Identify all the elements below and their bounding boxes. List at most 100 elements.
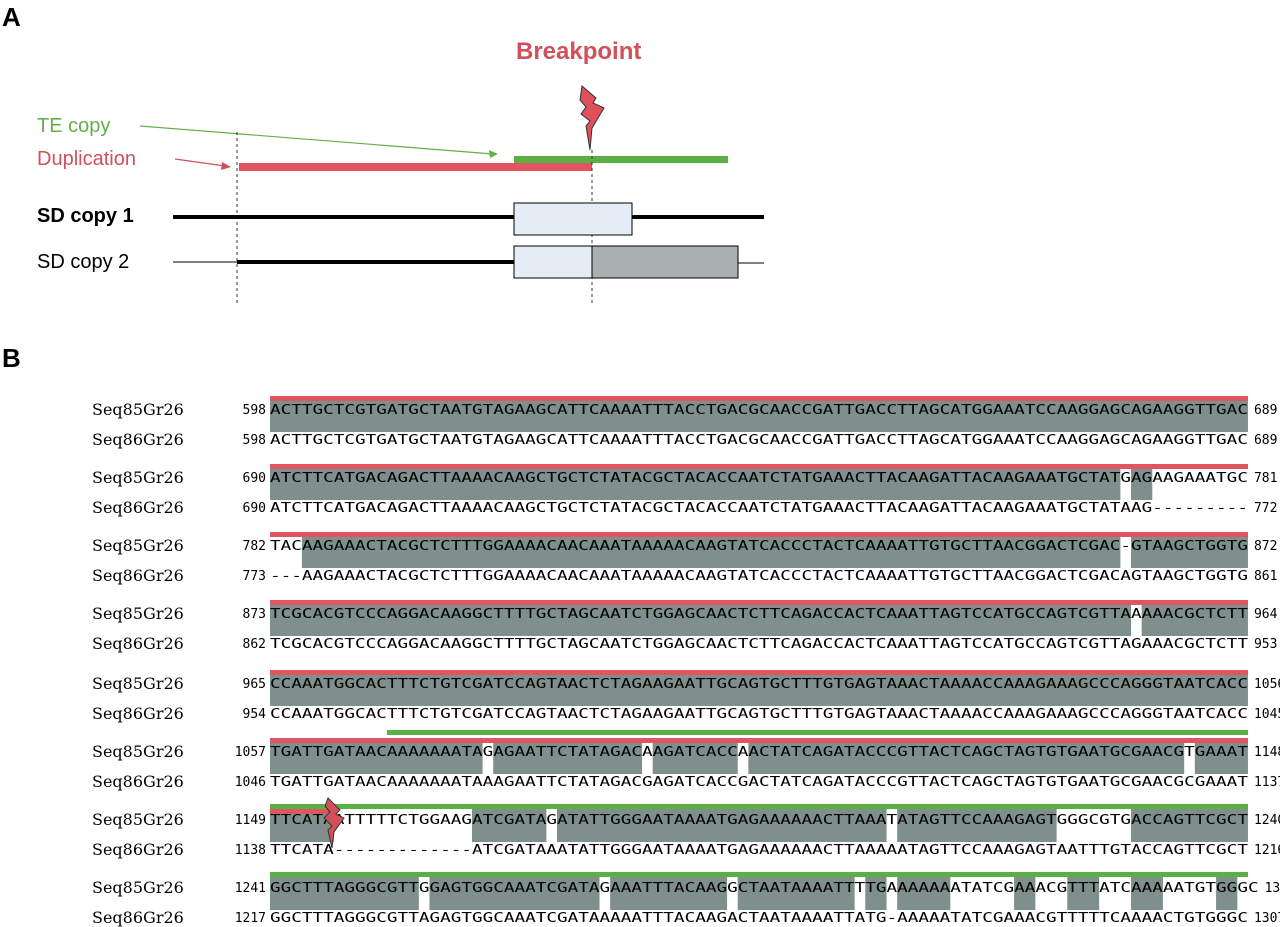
identity-shading bbox=[652, 740, 738, 774]
sequence-text: TCGCACGTCCCAGGACAAGGCTTTTGCTAGCAATCTGGAG… bbox=[270, 637, 1248, 652]
identity-shading bbox=[1141, 602, 1248, 636]
end-position: 1137 bbox=[1254, 775, 1280, 790]
end-position: 1045 bbox=[1254, 707, 1280, 722]
identity-shading bbox=[1194, 740, 1248, 774]
identity-shading bbox=[1131, 534, 1248, 568]
start-position: 965 bbox=[243, 677, 266, 692]
end-position: 689 bbox=[1254, 433, 1277, 448]
breakpoint-label: Breakpoint bbox=[516, 38, 641, 65]
sequence-name: Seq85Gr26 bbox=[92, 810, 184, 829]
sequence-name: Seq85Gr26 bbox=[92, 742, 184, 761]
sequence-text: TTCATA-------------ATCGATAAATATTGGGAATAA… bbox=[270, 843, 1248, 858]
alignment: Seq85Gr26Seq86Gr26598598ACTTGCTCGTGATGCT… bbox=[92, 396, 1280, 927]
start-position: 690 bbox=[243, 501, 266, 516]
start-position: 1138 bbox=[235, 843, 266, 858]
identity-shading bbox=[748, 740, 1185, 774]
duplication-bar bbox=[270, 738, 1248, 743]
te-copy-bar bbox=[270, 804, 1248, 809]
sequence-text: TTCATAATTTTTCTGGAAGATCGATAGATATTGGGAATAA… bbox=[270, 813, 1248, 828]
end-position: 1056 bbox=[1254, 677, 1280, 692]
te-arrow bbox=[139, 125, 494, 155]
te-copy-label: TE copy bbox=[37, 115, 110, 137]
te-copy-bar bbox=[270, 872, 1248, 877]
start-position: 773 bbox=[243, 569, 266, 584]
start-position: 1241 bbox=[235, 881, 266, 896]
identity-shading bbox=[270, 740, 483, 774]
sequence-name: Seq86Gr26 bbox=[92, 566, 184, 585]
identity-shading bbox=[1014, 876, 1036, 910]
end-position: 1216 bbox=[1254, 843, 1280, 858]
sequence-name: Seq85Gr26 bbox=[92, 674, 184, 693]
sequence-name: Seq85Gr26 bbox=[92, 878, 184, 897]
sequence-text: TGATTGATAACAAAAAAATAGAGAATTCTATAGACAAGAT… bbox=[270, 745, 1248, 760]
start-position: 862 bbox=[243, 637, 266, 652]
sd-copy-2-box-dark bbox=[591, 245, 739, 279]
identity-shading bbox=[1131, 876, 1163, 910]
sequence-text: CCAAATGGCACTTTCTGTCGATCCAGTAACTCTAGAAGAA… bbox=[270, 707, 1248, 722]
duplication-bar bbox=[270, 600, 1248, 605]
end-position: 781 bbox=[1254, 471, 1277, 486]
sequence-text: TCGCACGTCCCAGGACAAGGCTTTTGCTAGCAATCTGGAG… bbox=[270, 607, 1248, 622]
sequence-name: Seq86Gr26 bbox=[92, 704, 184, 723]
duplication-bar bbox=[270, 532, 1248, 537]
sd-copy-1-box bbox=[513, 202, 633, 236]
start-position: 954 bbox=[243, 707, 267, 722]
start-position: 598 bbox=[243, 433, 266, 448]
end-position: 953 bbox=[1254, 637, 1277, 652]
start-position: 1057 bbox=[235, 745, 266, 760]
te-arrowhead-icon bbox=[489, 150, 498, 158]
sequence-text: ATCTTCATGACAGACTTAAAACAAGCTGCTCTATACGCTA… bbox=[270, 501, 1248, 516]
panel-b-label: B bbox=[2, 343, 21, 373]
identity-shading bbox=[1216, 876, 1238, 910]
start-position: 1149 bbox=[235, 813, 266, 828]
start-position: 1046 bbox=[235, 775, 266, 790]
identity-shading bbox=[737, 876, 855, 910]
identity-shading bbox=[493, 740, 643, 774]
identity-shading bbox=[270, 398, 1248, 432]
duplication-bar bbox=[270, 809, 334, 814]
start-position: 690 bbox=[243, 471, 266, 486]
start-position: 598 bbox=[243, 403, 266, 418]
sequence-name: Seq85Gr26 bbox=[92, 400, 184, 419]
identity-shading bbox=[301, 534, 1121, 568]
sequence-name: Seq86Gr26 bbox=[92, 634, 184, 653]
sequence-text: CCAAATGGCACTTTCTGTCGATCCAGTAACTCTAGAAGAA… bbox=[270, 677, 1248, 692]
sequence-name: Seq86Gr26 bbox=[92, 498, 184, 517]
breakpoint-lightning-icon bbox=[323, 797, 345, 849]
duplication-label: Duplication bbox=[37, 148, 136, 170]
sequence-name: Seq85Gr26 bbox=[92, 604, 184, 623]
start-position: 1217 bbox=[235, 911, 266, 926]
end-position: 964 bbox=[1254, 607, 1278, 622]
sequence-text: GGCTTTAGGGCGTTAGAGTGGCAAATCGATAAAAATTTAC… bbox=[270, 911, 1248, 926]
identity-shading bbox=[865, 876, 887, 910]
dup-arrowhead-icon bbox=[221, 162, 231, 170]
te-copy-bar bbox=[386, 730, 1248, 735]
identity-shading bbox=[557, 808, 887, 842]
sequence-text: ACTTGCTCGTGATGCTAATGTAGAAGCATTCAAAATTTAC… bbox=[270, 433, 1248, 448]
identity-shading bbox=[1067, 876, 1100, 910]
dup-arrow bbox=[174, 158, 226, 167]
end-position: 1332 bbox=[1265, 881, 1280, 896]
sd-copy-2-box-light bbox=[513, 245, 593, 279]
identity-shading bbox=[270, 672, 1248, 706]
sequence-name: Seq86Gr26 bbox=[92, 908, 184, 927]
sequence-name: Seq85Gr26 bbox=[92, 468, 184, 487]
duplication-bar bbox=[270, 464, 1248, 469]
identity-shading bbox=[610, 876, 728, 910]
breakpoint-lightning-icon bbox=[579, 85, 605, 151]
start-position: 873 bbox=[243, 607, 266, 622]
end-position: 872 bbox=[1254, 539, 1277, 554]
sequence-name: Seq86Gr26 bbox=[92, 430, 184, 449]
identity-shading bbox=[429, 876, 600, 910]
sequence-text: ---AAGAAACTACGCTCTTTGGAAAACAACAAATAAAAAC… bbox=[270, 569, 1248, 584]
sequence-name: Seq86Gr26 bbox=[92, 840, 184, 859]
identity-shading bbox=[270, 876, 419, 910]
duplication-bar bbox=[239, 163, 592, 171]
sequence-name: Seq86Gr26 bbox=[92, 772, 184, 791]
duplication-bar bbox=[270, 396, 1248, 401]
end-position: 689 bbox=[1254, 403, 1277, 418]
identity-shading bbox=[270, 466, 1121, 500]
sequence-text: ATCTTCATGACAGACTTAAAACAAGCTGCTCTATACGCTA… bbox=[270, 471, 1248, 486]
sequence-text: TGATTGATAACAAAAAAATAAAGAATTCTATAGACGAGAT… bbox=[270, 775, 1248, 790]
